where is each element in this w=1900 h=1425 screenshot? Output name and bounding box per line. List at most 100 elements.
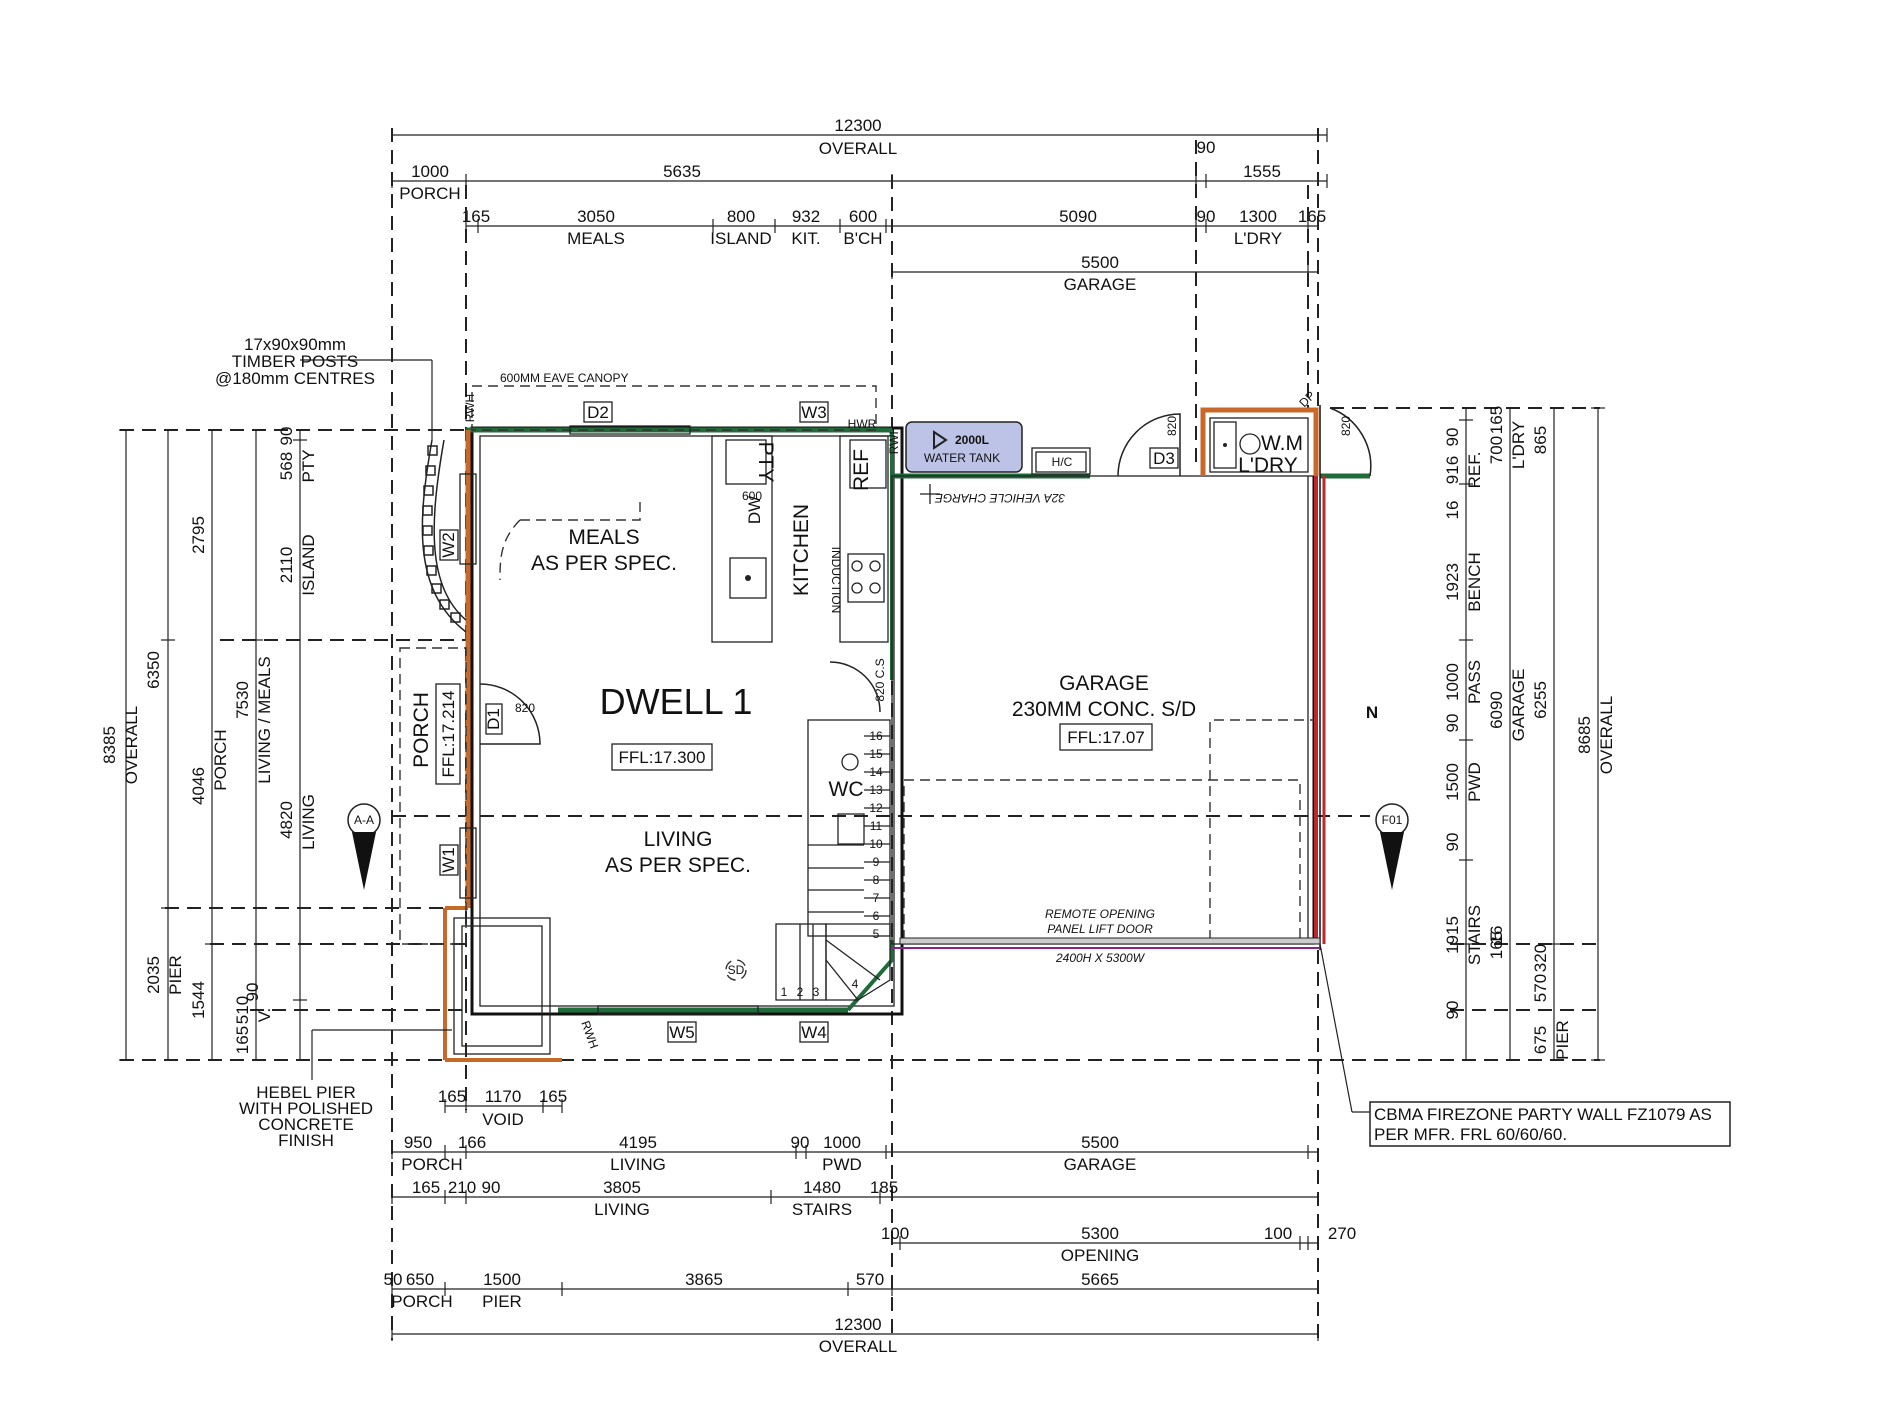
dwelling-ffl: FFL:17.300 [619, 748, 706, 767]
laundry: W.M L'DRY [1213, 421, 1303, 477]
kitchen: PTY 600 DW KITCHEN INDUCTION REF 820 C.S [499, 435, 889, 713]
dim-left-pier: PIER [166, 955, 185, 995]
dim-right-ldry: L'DRY [1509, 421, 1528, 469]
dim-left-living: LIVING [299, 794, 318, 850]
dim-left-2035: 2035 [144, 956, 163, 994]
dim-right-pass: PASS [1465, 660, 1484, 704]
stairs: 1 2 3 4 5 6 7 8 9 10 11 12 13 14 15 16 W… [775, 719, 891, 1001]
washing-machine-label: W.M [1261, 432, 1303, 455]
stair-9: 9 [873, 855, 880, 869]
dim-top-overall: 12300 [834, 116, 881, 135]
dim-right-165g: 165 [1487, 406, 1506, 434]
dim-left-510: 510 [233, 996, 252, 1024]
bottom-dimensions: 165 1170 VOID 165 950 166 PORCH 4195 LIV… [384, 1087, 1357, 1356]
dim-left-4046: 4046 [189, 767, 208, 805]
dim-top-ldry: 1300 [1239, 207, 1277, 226]
dim-bot-90c: 90 [791, 1133, 810, 1152]
firewall-note-1: CBMA FIREZONE PARTY WALL FZ1079 AS [1374, 1105, 1712, 1124]
dim-left-island: ISLAND [299, 534, 318, 595]
hebel-pier-note: HEBEL PIER WITH POLISHED CONCRETE FINISH [239, 1029, 452, 1150]
dim-left-living-meals: LIVING / MEALS [255, 656, 274, 784]
dim-left-7530: 7530 [233, 681, 252, 719]
dim-top-meals-label: MEALS [567, 229, 625, 248]
garage-slab: 230MM CONC. S/D [1012, 698, 1196, 721]
water-tank-capacity: 2000L [955, 433, 989, 447]
stair-5: 5 [873, 927, 880, 941]
posts-note-3: @180mm CENTRES [215, 369, 375, 388]
dim-bot-5300: 5300 [1081, 1224, 1119, 1243]
stair-10: 10 [869, 837, 883, 851]
dim-top-porch-label: PORCH [399, 184, 460, 203]
dim-top-island-label: ISLAND [710, 229, 771, 248]
dim-bot-1500: 1500 [483, 1270, 521, 1289]
rwh-label-1: RWH [463, 394, 477, 422]
dim-bot-570: 570 [856, 1270, 884, 1289]
dim-bot-porch2: PORCH [391, 1292, 452, 1311]
dim-bot-4195: 4195 [619, 1133, 657, 1152]
dim-top-island: 800 [727, 207, 755, 226]
dim-right-1923: 1923 [1443, 563, 1462, 601]
dim-bot-210: 210 [448, 1178, 476, 1197]
dim-top-porch: 1000 [411, 162, 449, 181]
stair-13: 13 [869, 783, 883, 797]
dim-left-90e: 90 [277, 427, 296, 446]
dim-bot-165d: 165 [539, 1087, 567, 1106]
stair-4: 4 [852, 977, 859, 991]
dim-right-90j: 90 [1443, 1001, 1462, 1020]
porch: PORCH FFL:17.214 [399, 647, 467, 945]
dim-bot-165c: 165 [438, 1087, 466, 1106]
posts-note-1: 17x90x90mm [244, 335, 346, 354]
dim-bot-100b: 100 [1264, 1224, 1292, 1243]
pier-note-2: WITH POLISHED [239, 1099, 373, 1118]
dim-right-16a: 16 [1443, 501, 1462, 520]
firewall-note: CBMA FIREZONE PARTY WALL FZ1079 AS PER M… [1319, 943, 1731, 1147]
stair-14: 14 [869, 765, 883, 779]
dim-left-pty: PTY [299, 449, 318, 482]
window-w5: W5 [669, 1023, 695, 1042]
right-dimensions: 16 916 REF. 90 1923 BENCH 1000 PASS 90 1… [1443, 406, 1616, 1061]
water-tank-label: WATER TANK [924, 451, 1000, 465]
hot-cold-label: H/C [1052, 455, 1073, 469]
stair-1: 1 [781, 985, 788, 999]
dim-bot-overall: 12300 [834, 1315, 881, 1334]
timber-posts: 17x90x90mm TIMBER POSTS @180mm CENTRES [215, 335, 467, 633]
party-wall [1314, 405, 1326, 950]
dim-top-kit: 932 [792, 207, 820, 226]
porch-label: PORCH [410, 692, 433, 768]
stair-3: 3 [813, 985, 820, 999]
left-dimensions: 8385 OVERALL 6350 2795 4046 PORCH 2035 P… [100, 427, 318, 1061]
dim-left-165f: 165 [233, 1026, 252, 1054]
posts-note-2: TIMBER POSTS [232, 352, 359, 371]
dim-bot-pwd: PWD [822, 1155, 862, 1174]
stair-2: 2 [797, 985, 804, 999]
window-w2: W2 [439, 532, 458, 558]
dim-top-meals: 3050 [577, 207, 615, 226]
openings: W2 W1 D2 W3 HWR D1 820 W5 W4 D3 820 820 … [439, 388, 1372, 1051]
wc-label: WC [829, 778, 864, 801]
rwh-label-3: RWH [578, 1019, 601, 1051]
dim-top-1555: 1555 [1243, 162, 1281, 181]
dim-bot-overall-label: OVERALL [819, 1337, 897, 1356]
dim-right-bench: BENCH [1465, 552, 1484, 612]
dim-bot-166: 166 [458, 1133, 486, 1152]
dim-bot-void: 1170 [485, 1087, 522, 1106]
dim-left-2795: 2795 [189, 516, 208, 554]
dim-bot-5500: 5500 [1081, 1133, 1119, 1152]
dwelling-title: DWELL 1 [600, 681, 753, 722]
dim-right-6255: 6255 [1531, 681, 1550, 719]
dim-top-garage: 5500 [1081, 253, 1119, 272]
dim-left-4820: 4820 [277, 801, 296, 839]
dim-top-bch-label: B'CH [843, 229, 882, 248]
stair-8: 8 [873, 873, 880, 887]
dim-right-16b: 16 [1487, 926, 1506, 945]
induction-label: INDUCTION [829, 547, 843, 614]
dim-right-916: 916 [1443, 456, 1462, 484]
dim-right-garage: GARAGE [1509, 669, 1528, 742]
dim-right-stairs: STAIRS [1465, 905, 1484, 965]
dim-top-kit-label: KIT. [791, 229, 820, 248]
stair-12: 12 [869, 801, 883, 815]
door-820-d1: 820 [515, 701, 535, 715]
section-a-a: A-A [354, 813, 374, 827]
panel-lift-2: PANEL LIFT DOOR [1047, 922, 1153, 936]
